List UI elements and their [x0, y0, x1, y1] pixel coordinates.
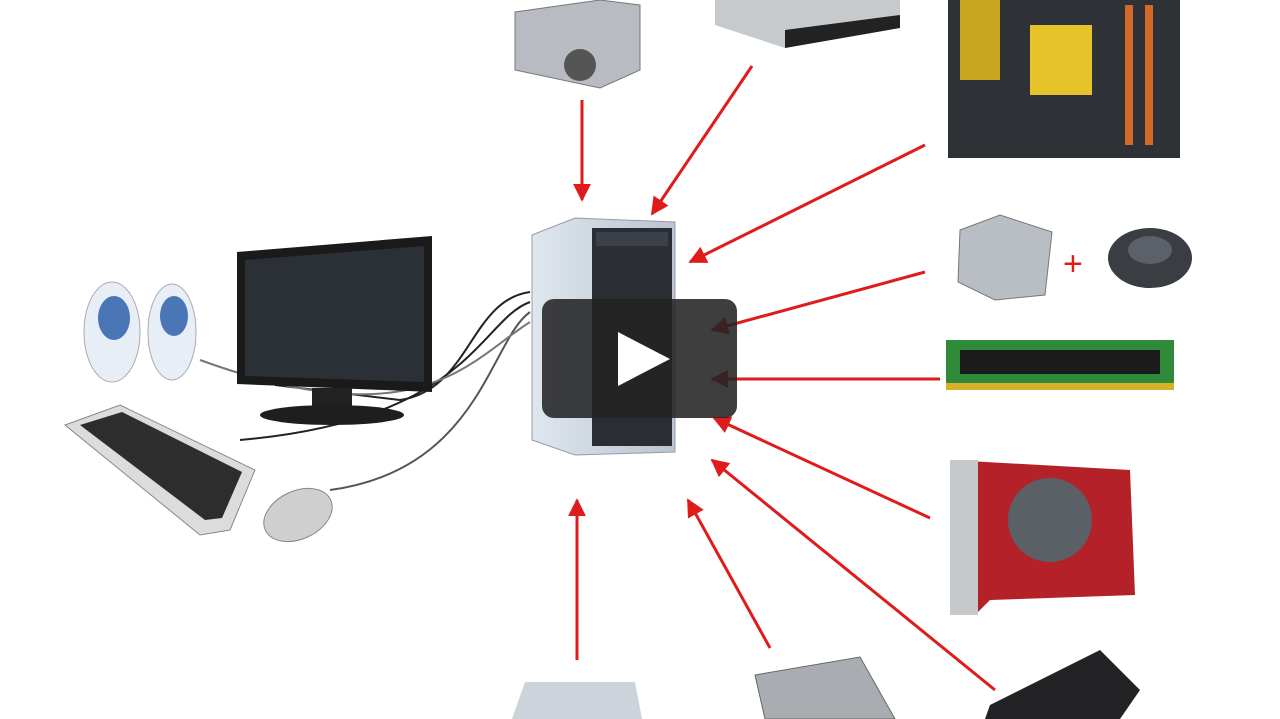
play-icon: [617, 331, 670, 386]
arrow-cpu: [710, 270, 926, 335]
floppy-drive: [512, 682, 642, 719]
graphics-card: [950, 460, 1135, 615]
monitor: [237, 236, 432, 425]
ram-module: [946, 340, 1174, 390]
mouse: [263, 487, 333, 543]
motherboard: [948, 0, 1180, 158]
arrow-sound-card: [710, 458, 996, 692]
power-supply: [514, 0, 641, 89]
plus-sign: +: [1063, 245, 1083, 283]
arrow-motherboard: [688, 143, 926, 264]
sound-card: [985, 650, 1140, 719]
play-button[interactable]: [542, 299, 737, 418]
optical-drive: [715, 0, 900, 48]
keyboard: [64, 404, 256, 536]
cpu-and-cooler: +: [957, 214, 1192, 301]
arrows: [568, 65, 996, 692]
arrow-graphics-card: [712, 416, 931, 520]
arrow-optical-drive: [650, 65, 754, 216]
speakers: [83, 281, 197, 383]
hard-drive: [754, 656, 896, 719]
arrow-hard-drive: [686, 498, 772, 649]
